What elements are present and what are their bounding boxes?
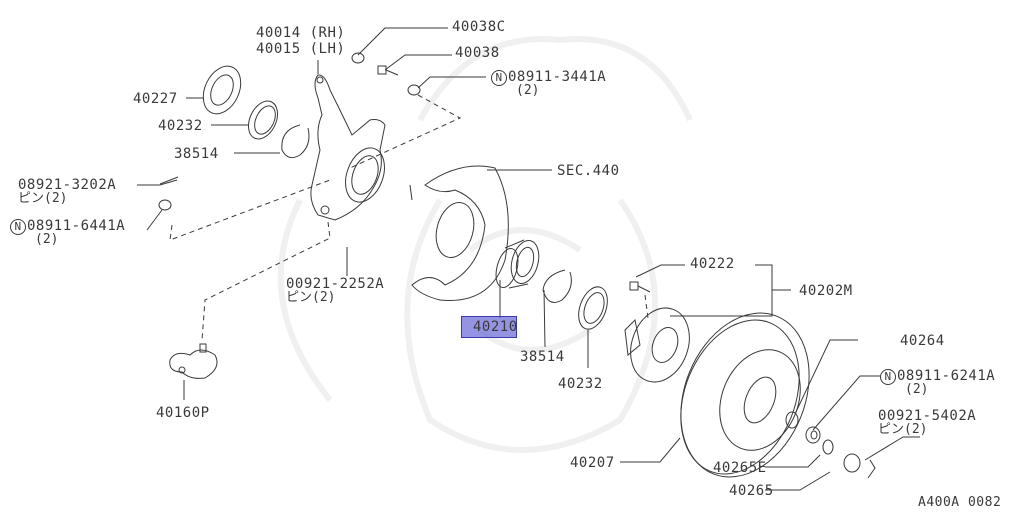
qty-08921-3202a: ピン(2) [18, 191, 68, 206]
castle-nut-40265 [843, 453, 861, 473]
figure-code: A400A 0082 [918, 495, 1002, 510]
label-00921-5402a[interactable]: 00921-5402A [878, 408, 977, 424]
snap-ring-left [281, 124, 310, 159]
label-40014[interactable]: 40014 (RH) [256, 25, 346, 41]
label-40232-mid[interactable]: 40232 [558, 376, 603, 392]
watermark-emblem [277, 36, 693, 453]
guide-lines [169, 94, 649, 341]
nut-40265e [822, 439, 834, 455]
label-40265[interactable]: 40265 [729, 483, 774, 499]
label-40038[interactable]: 40038 [455, 45, 500, 61]
washer-40264 [785, 411, 799, 429]
pin-00921-2252a [409, 184, 413, 201]
ball-joint [169, 343, 218, 379]
steering-knuckle [310, 74, 386, 221]
seal-40227 [202, 65, 242, 115]
highlight-box [461, 316, 517, 338]
leader-lines [137, 27, 920, 491]
label-40222[interactable]: 40222 [690, 256, 735, 272]
n-mark-icon: N [491, 70, 507, 86]
wheel-hub [624, 307, 690, 383]
label-40232-left[interactable]: 40232 [158, 118, 203, 134]
qty-08911-6241a: (2) [905, 382, 929, 397]
label-sec-440[interactable]: SEC.440 [557, 163, 620, 179]
qty-08911-3441a: (2) [516, 83, 540, 98]
n-mark-icon: N [10, 219, 26, 235]
label-38514-mid[interactable]: 38514 [520, 349, 565, 365]
label-40015[interactable]: 40015 (LH) [256, 41, 346, 57]
label-00921-2252a[interactable]: 00921-2252A [286, 276, 385, 292]
nut-08911-6441a [158, 199, 172, 211]
dust-shield [411, 165, 509, 301]
bolt-40038 [377, 65, 399, 76]
pin-08921-3202a [159, 176, 179, 185]
label-08921-3202a[interactable]: 08921-3202A [18, 177, 117, 193]
seal-40232-left [247, 100, 279, 140]
n-mark-icon: N [880, 369, 896, 385]
qty-08911-6441a: (2) [35, 232, 59, 247]
qty-00921-2252a: ピン(2) [286, 290, 336, 305]
nut-08911-6241a [805, 426, 821, 444]
brake-rotor [680, 312, 810, 478]
hub-bolt [629, 281, 651, 293]
snap-ring-mid [542, 269, 572, 303]
label-40202m[interactable]: 40202M [799, 283, 853, 299]
label-40207[interactable]: 40207 [570, 455, 615, 471]
label-40264[interactable]: 40264 [900, 333, 945, 349]
label-40210[interactable]: 40210 [473, 319, 518, 335]
qty-00921-5402a: ピン(2) [878, 422, 928, 437]
label-40160p[interactable]: 40160P [156, 405, 210, 421]
wheel-bearing [495, 239, 540, 289]
label-38514-left[interactable]: 38514 [174, 146, 219, 162]
nut-08911-3441a [407, 84, 421, 96]
label-40227[interactable]: 40227 [133, 91, 178, 107]
label-40265e[interactable]: 40265E [713, 460, 767, 476]
label-40038c[interactable]: 40038C [452, 19, 506, 35]
seal-40232-mid [578, 286, 608, 330]
cotter-pin-00921-5402a [867, 459, 876, 479]
nut-40038c [351, 52, 365, 64]
